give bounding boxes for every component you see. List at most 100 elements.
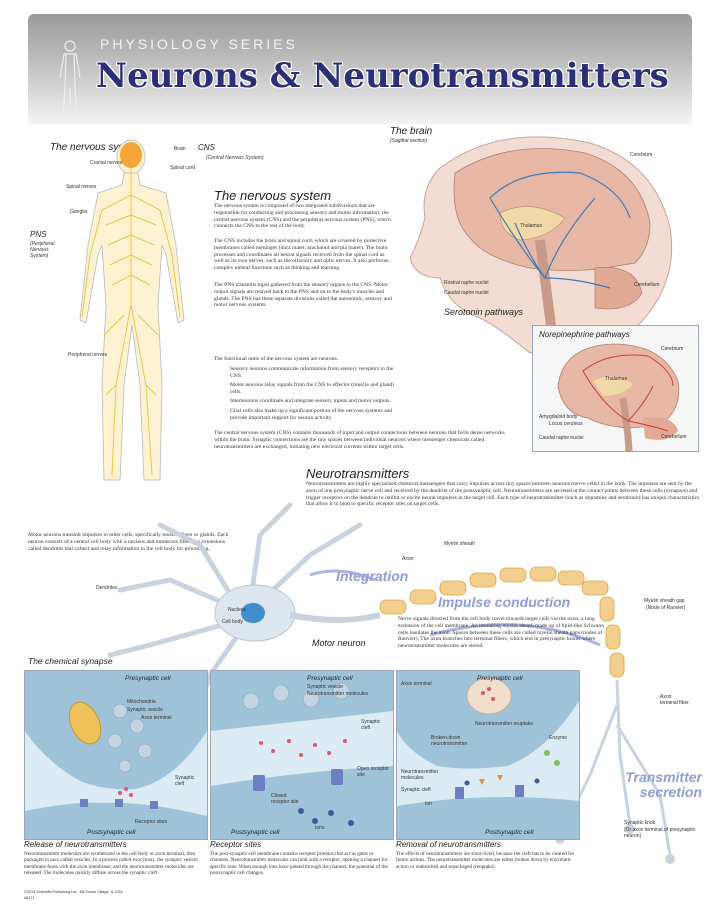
panel3-postsynaptic: Postsynaptic cell (485, 829, 534, 836)
panel1-label-receptor: Receptor sites (135, 819, 167, 825)
nervous-text-p1: The nervous system is composed of two in… (214, 203, 391, 230)
norepinephrine-brain-illustration (557, 343, 680, 451)
brain-figure-subtitle: (Sagittal section) (390, 138, 428, 144)
ne-label-cerebrum: Cerebrum (661, 346, 684, 352)
panel1-label-axon-terminal: Axon terminal (141, 715, 172, 721)
panel1-presynaptic: Presynaptic cell (125, 675, 171, 682)
impulse-conduction-label: Impulse conduction (438, 594, 571, 610)
units-sensory: Sensory neurons communicate information … (230, 366, 394, 379)
label-pns: PNS (30, 230, 47, 239)
panel3-label-ion: Ion (425, 801, 432, 807)
ne-label-thalamus: Thalamus (605, 376, 627, 382)
label-nucleus: Nucleus (228, 607, 247, 613)
label-brain: Brain (174, 146, 186, 152)
label-dendrites: Dendrites (96, 585, 118, 591)
removal-illustration (397, 671, 579, 839)
synapse-panel-release: Presynaptic cell Postsynaptic cell Mitoc… (24, 670, 208, 840)
label-spinal-nerves: Spinal nerves (66, 184, 97, 190)
panel2-label-ions: Ions (315, 825, 325, 831)
panel2-caption: Receptor sites (210, 840, 262, 849)
brain-label-caudal: Caudal raphe nuclei (444, 290, 489, 296)
panel2-label-cleft: Synaptic cleft (361, 719, 381, 731)
panel3-label-cleft: Synaptic cleft (401, 787, 431, 793)
panel3-text: The effects of neurotransmitters are sho… (396, 851, 575, 870)
ne-label-caudal: Caudal raphe nuclei (539, 435, 584, 441)
ne-label-cerebellum: Cerebellum (661, 434, 687, 440)
label-pns-full: (Peripheral Nervous System) (30, 241, 55, 259)
synapse-panel-removal: Presynaptic cell Postsynaptic cell Axon … (396, 670, 580, 840)
label-spinal-cord: Spinal cord (170, 165, 196, 171)
label-myelin-sheath: Myelin sheath (444, 541, 475, 547)
panel3-label-axon-terminal: Axon terminal (401, 681, 432, 687)
label-cns-full: (Central Nervous System) (206, 155, 264, 161)
label-cell-body: Cell body (222, 619, 243, 625)
receptor-illustration (211, 671, 393, 839)
label-axon-terminal: Axon terminal fiber (660, 694, 689, 706)
page-title: Neurons & Neurotransmitters (96, 56, 669, 96)
norepinephrine-inset: Norepinephrine pathways Cerebrum Thalamu… (532, 325, 699, 452)
panel3-label-reuptake: Neurotransmitter reuptake (475, 721, 534, 727)
label-peripheral-nerves: Peripheral nerves (68, 352, 108, 358)
panel1-label-cleft: Synaptic cleft (175, 775, 195, 787)
panel2-label-molecules: Neurotransmitter molecules (307, 691, 369, 697)
label-sheath-gap: Myelin sheath gap (644, 598, 685, 604)
transmitter-secretion-label: Transmitter secretion (625, 769, 702, 800)
impulse-text: Nerve signals directed from the cell bod… (398, 616, 604, 650)
brain-figure-title: The brain (390, 126, 433, 137)
panel3-label-broken-down: Broken-down neurotransmitter (431, 735, 468, 747)
panel3-label-molecules: Neurotransmitter molecules (401, 769, 439, 781)
serotonin-caption: Serotonin pathways (444, 307, 524, 317)
footer-code: #6271 (24, 896, 35, 900)
nervous-text-title: The nervous system (214, 188, 332, 203)
nervous-system-illustration (79, 139, 185, 481)
brain-label-cerebellum: Cerebellum (634, 282, 660, 288)
panel1-postsynaptic: Postsynaptic cell (87, 829, 136, 836)
panel1-caption: Release of neurotransmitters (24, 840, 127, 849)
ne-label-amygdaloid: Amygdaloid body (539, 414, 578, 420)
panel2-label-closed: Closed receptor site (271, 793, 299, 805)
label-ganglia: Ganglia (70, 209, 88, 215)
panel3-caption: Removal of neurotransmitters (396, 840, 501, 849)
series-label: PHYSIOLOGY SERIES (100, 36, 298, 52)
human-figure-icon (59, 40, 81, 117)
panel2-presynaptic: Presynaptic cell (307, 675, 353, 682)
nervous-text-p2: The CNS includes the brain and spinal co… (214, 238, 389, 272)
panel2-label-vesicle: Synaptic vesicle (307, 684, 343, 690)
label-synaptic-knob: Synaptic knob (624, 820, 656, 826)
brain-sagittal-illustration (409, 136, 673, 354)
units-intro: The functional units of the nervous syst… (214, 356, 339, 362)
units-motor: Motor neurons relay signals from the CNS… (230, 382, 395, 395)
panel3-label-enzyme: Enzyme (549, 735, 568, 741)
label-synaptic-knob-sub: (Or axon terminal of presynaptic neuron) (624, 827, 696, 839)
release-illustration (25, 671, 207, 839)
panel1-text: Neurotransmitter molecules are synthesiz… (24, 851, 198, 876)
motor-neuron-caption: Motor neuron (312, 638, 366, 648)
panel1-label-vesicle: Synaptic vesicle (127, 707, 163, 713)
units-cns-para: The central nervous system (CNS) contain… (214, 430, 505, 450)
panel2-postsynaptic: Postsynaptic cell (231, 829, 280, 836)
panel2-label-open: Open receptor site (357, 766, 389, 778)
label-sheath-gap-sub: (Node of Ranvier) (646, 605, 686, 611)
integration-label: Integration (336, 568, 409, 584)
nervous-text-p3: The PNS transmits input gathered from th… (214, 282, 392, 309)
units-glial: Glial cells also make up a significant p… (230, 408, 393, 421)
units-inter: Interneurons coordinate and integrate se… (230, 398, 391, 404)
label-axon: Axon (402, 556, 414, 562)
brain-label-cerebrum: Cerebrum (630, 152, 653, 158)
panel3-presynaptic: Presynaptic cell (477, 675, 523, 682)
brain-label-rostral: Rostral raphe nuclei (444, 280, 489, 286)
footer-copyright: ©2013 Scientific Publishing Ltd., Elk Gr… (24, 890, 123, 894)
nervous-system-figure-title: The nervous system (50, 142, 141, 153)
header-banner (28, 14, 692, 124)
motor-neuron-illustration (107, 502, 675, 864)
panel1-label-mitochondria: Mitochondria (127, 699, 156, 705)
neurotransmitters-text: Neurotransmitters are highly specialized… (306, 481, 700, 508)
motor-neuron-text: Motor neurons transmit impulses to other… (28, 532, 229, 552)
norepinephrine-title: Norepinephrine pathways (539, 330, 630, 339)
chemical-synapse-title: The chemical synapse (28, 656, 113, 666)
panel2-text: The post-synaptic cell membrane contains… (210, 851, 388, 876)
brain-label-thalamus: Thalamus (520, 223, 542, 229)
ne-label-locus: Locus ceruleus (549, 421, 583, 427)
neurotransmitters-title: Neurotransmitters (306, 466, 410, 481)
synapse-panel-receptor: Presynaptic cell Postsynaptic cell Synap… (210, 670, 394, 840)
